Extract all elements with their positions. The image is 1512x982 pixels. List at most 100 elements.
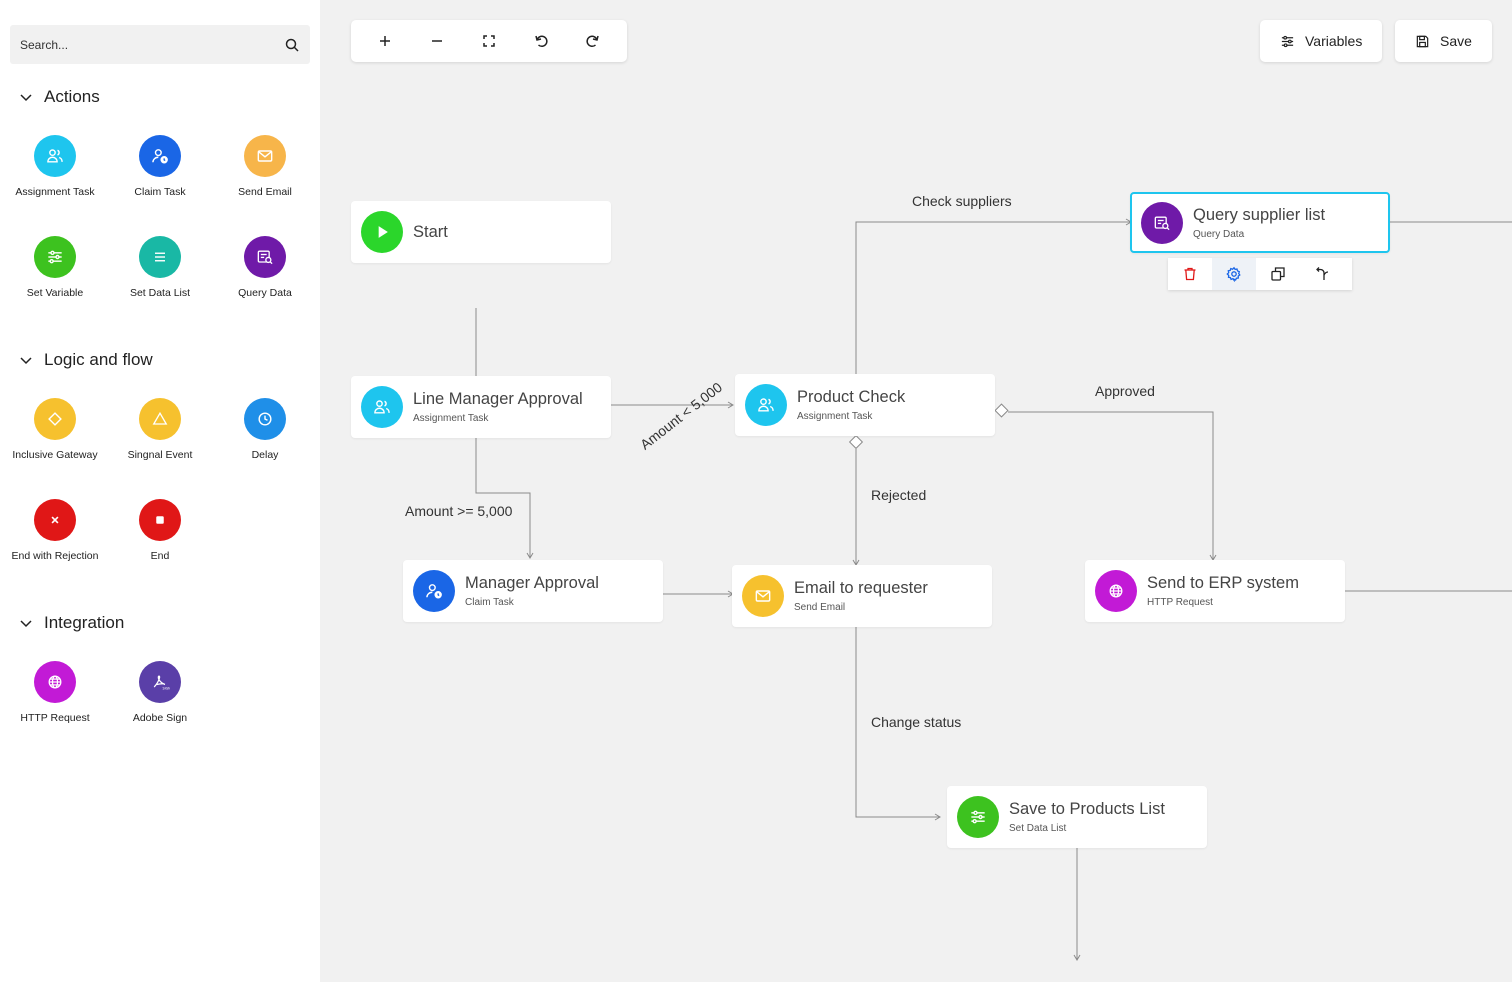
triangle-icon	[139, 398, 181, 440]
section-integration[interactable]: Integration	[18, 613, 124, 633]
delete-node-button[interactable]	[1168, 258, 1212, 290]
variables-button[interactable]: Variables	[1260, 20, 1383, 62]
node-subtitle: Set Data List	[1009, 823, 1067, 834]
palette-label: HTTP Request	[20, 712, 90, 724]
node-manager-approval[interactable]: Manager Approval Claim Task	[403, 560, 663, 622]
section-title: Actions	[44, 87, 100, 106]
sliders-icon	[957, 796, 999, 838]
edge-label-approved: Approved	[1095, 383, 1155, 399]
node-line-manager-approval[interactable]: Line Manager Approval Assignment Task	[351, 376, 611, 438]
palette-claim-task[interactable]: Claim Task	[105, 135, 215, 198]
chevron-down-icon	[20, 357, 32, 365]
palette-adobe-sign[interactable]: SIGN Adobe Sign	[105, 661, 215, 724]
palette-set-variable[interactable]: Set Variable	[0, 236, 110, 299]
palette-label: Claim Task	[134, 186, 186, 198]
fit-view-button[interactable]	[474, 26, 504, 56]
palette-inclusive-gateway[interactable]: Inclusive Gateway	[0, 398, 110, 461]
section-actions[interactable]: Actions	[18, 87, 100, 107]
node-subtitle: Send Email	[794, 602, 846, 613]
node-email-to-requester[interactable]: Email to requester Send Email	[732, 565, 992, 627]
zoom-out-button[interactable]	[422, 26, 452, 56]
node-subtitle: Assignment Task	[797, 411, 873, 422]
adobe-sign-icon: SIGN	[139, 661, 181, 703]
undo-icon	[535, 35, 548, 48]
palette-label: Set Data List	[129, 287, 191, 299]
save-icon	[1416, 35, 1429, 47]
node-title: Manager Approval	[465, 574, 599, 592]
node-subtitle: Claim Task	[465, 597, 514, 608]
palette-http-request[interactable]: HTTP Request	[0, 661, 110, 724]
globe-icon	[1095, 570, 1137, 612]
palette-label: Adobe Sign	[132, 712, 188, 724]
redo-icon	[586, 35, 599, 48]
palette-label: Assignment Task	[15, 186, 95, 198]
sliders-icon	[34, 236, 76, 278]
duplicate-node-button[interactable]	[1256, 258, 1300, 290]
palette-query-data[interactable]: Query Data	[210, 236, 320, 299]
palette-label: Query Data	[238, 287, 292, 299]
plus-icon	[380, 36, 390, 46]
users-icon	[34, 135, 76, 177]
node-title: Email to requester	[794, 579, 928, 597]
clock-icon	[244, 398, 286, 440]
user-clock-icon	[413, 570, 455, 612]
node-title: Query supplier list	[1193, 205, 1326, 224]
palette-end[interactable]: End	[105, 499, 215, 562]
edge-label-amount-gte: Amount >= 5,000	[405, 503, 513, 519]
node-send-to-erp-system[interactable]: Send to ERP system HTTP Request	[1085, 560, 1345, 622]
palette-set-data-list[interactable]: Set Data List	[105, 236, 215, 299]
stop-icon	[139, 499, 181, 541]
palette-label: Set Variable	[26, 287, 84, 299]
branch-node-button[interactable]	[1300, 258, 1344, 290]
node-title: Product Check	[797, 388, 906, 406]
node-subtitle: Query Data	[1193, 228, 1245, 240]
copy-icon	[1271, 267, 1285, 281]
chevron-down-icon	[20, 620, 32, 628]
node-start[interactable]: Start	[351, 201, 611, 263]
palette-label: End	[150, 550, 170, 562]
edge-label-change-status: Change status	[871, 714, 962, 730]
node-query-supplier-list[interactable]: Query supplier list Query Data	[1130, 192, 1390, 253]
mail-icon	[244, 135, 286, 177]
edge-label-check-suppliers: Check suppliers	[912, 193, 1012, 209]
node-subtitle: Assignment Task	[413, 413, 489, 424]
palette-send-email[interactable]: Send Email	[210, 135, 320, 198]
save-button[interactable]: Save	[1395, 20, 1492, 62]
branch-icon	[1316, 267, 1329, 280]
zoom-in-button[interactable]	[370, 26, 400, 56]
node-action-bar	[1168, 258, 1352, 290]
redo-button[interactable]	[578, 26, 608, 56]
svg-text:SIGN: SIGN	[163, 687, 171, 691]
palette-label: Delay	[251, 449, 279, 461]
canvas-toolbar	[351, 20, 627, 62]
section-logic-and-flow[interactable]: Logic and flow	[18, 350, 153, 370]
users-icon	[745, 384, 787, 426]
minus-icon	[432, 40, 442, 42]
edge-label-rejected: Rejected	[871, 487, 927, 503]
users-icon	[361, 386, 403, 428]
node-product-check[interactable]: Product Check Assignment Task	[735, 374, 995, 436]
fullscreen-icon	[483, 35, 495, 47]
node-title: Save to Products List	[1009, 800, 1165, 818]
palette-assignment-task[interactable]: Assignment Task	[0, 135, 110, 198]
gear-icon	[1226, 266, 1241, 282]
search-box[interactable]	[10, 25, 310, 64]
save-label: Save	[1440, 33, 1472, 49]
node-settings-button[interactable]	[1212, 258, 1256, 290]
palette-label: Inclusive Gateway	[12, 449, 98, 461]
list-icon	[139, 236, 181, 278]
search-icon[interactable]	[284, 37, 300, 53]
undo-button[interactable]	[526, 26, 556, 56]
x-icon	[34, 499, 76, 541]
globe-icon	[34, 661, 76, 703]
trash-icon	[1184, 267, 1196, 281]
palette-end-with-rejection[interactable]: End with Rejection	[0, 499, 110, 562]
palette-signal-event[interactable]: Singnal Event	[105, 398, 215, 461]
search-input[interactable]	[20, 37, 284, 52]
node-title: Start	[413, 222, 448, 241]
node-save-to-products-list[interactable]: Save to Products List Set Data List	[947, 786, 1207, 848]
user-clock-icon	[139, 135, 181, 177]
palette-delay[interactable]: Delay	[210, 398, 320, 461]
section-title: Logic and flow	[44, 350, 153, 369]
section-title: Integration	[44, 613, 125, 632]
